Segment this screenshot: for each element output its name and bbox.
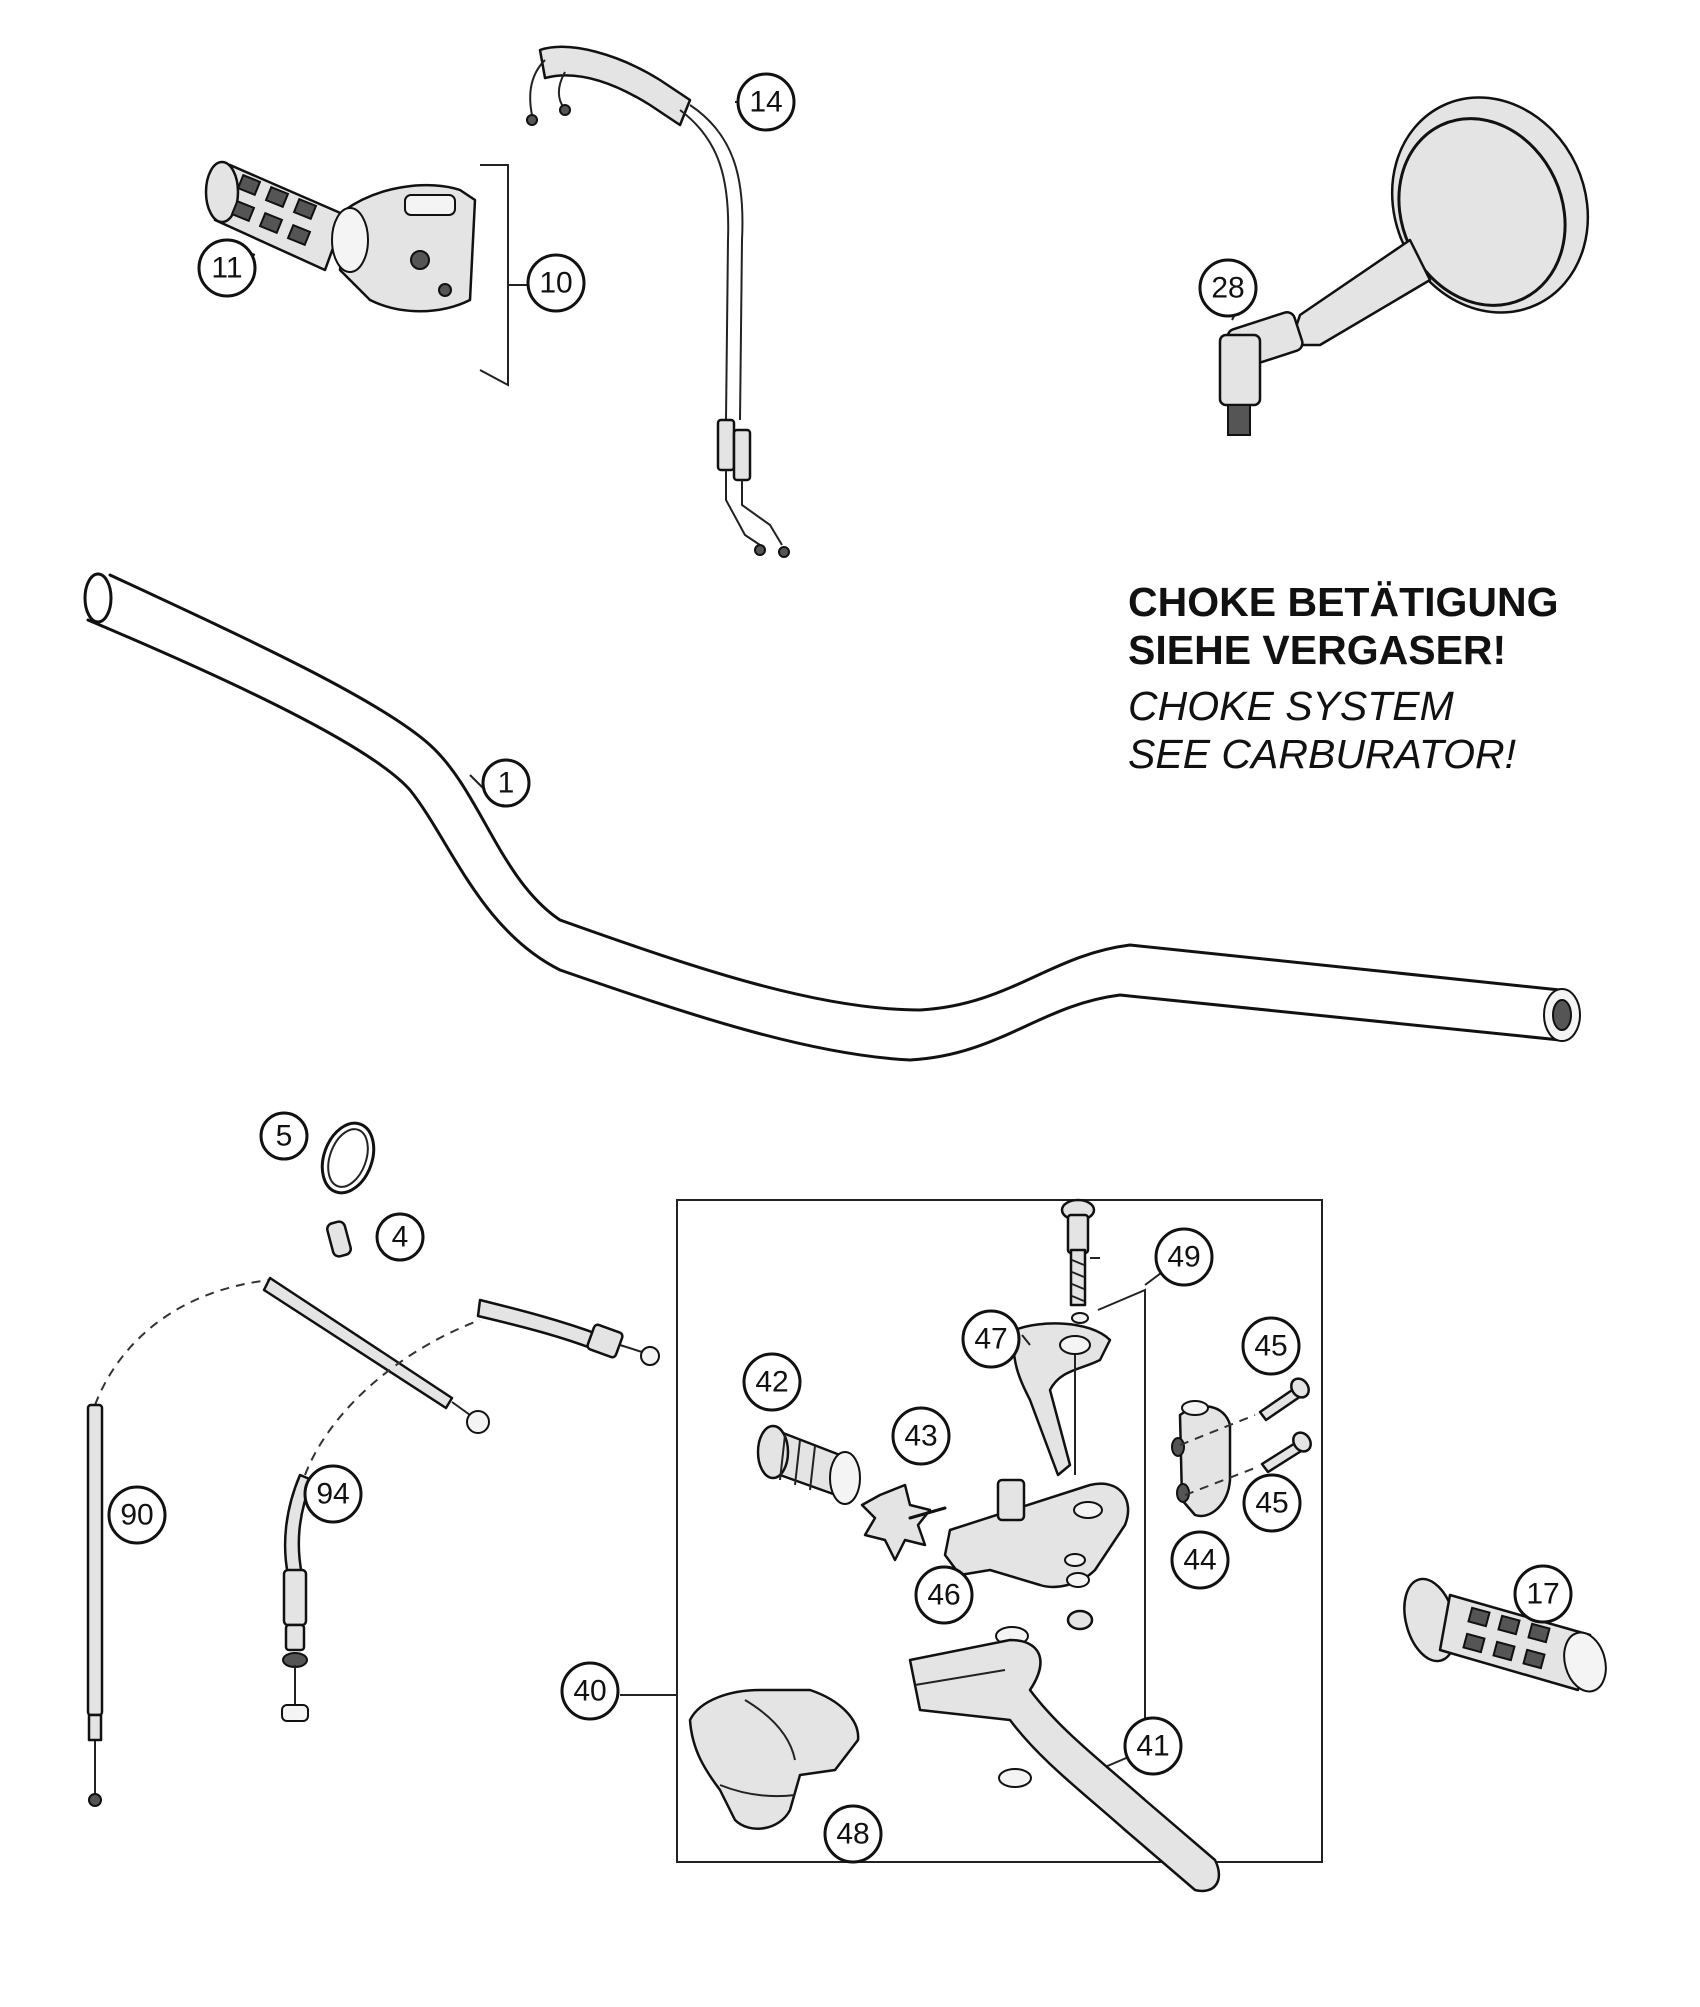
callout-47: 47 bbox=[961, 1309, 1021, 1369]
callout-44-label: 44 bbox=[1183, 1544, 1216, 1577]
callout-45-lower-label: 45 bbox=[1255, 1487, 1288, 1520]
lever-bracket bbox=[943, 1478, 1130, 1589]
callout-49: 49 bbox=[1154, 1227, 1214, 1287]
callout-41-label: 41 bbox=[1136, 1730, 1169, 1763]
callout-1: 1 bbox=[481, 758, 531, 808]
callout-17-label: 17 bbox=[1526, 1578, 1559, 1611]
right-grip bbox=[1403, 1577, 1607, 1693]
throttle-grip bbox=[204, 160, 347, 272]
callout-46: 46 bbox=[914, 1565, 974, 1625]
callout-5: 5 bbox=[259, 1111, 309, 1161]
pivot-screw bbox=[1060, 1198, 1166, 1771]
choke-cable bbox=[86, 1276, 490, 1807]
callout-1-label: 1 bbox=[498, 767, 515, 800]
callout-45-lower: 45 bbox=[1242, 1473, 1302, 1533]
callout-11-label: 11 bbox=[211, 252, 242, 285]
callout-40: 40 bbox=[560, 1661, 620, 1721]
callout-94: 94 bbox=[303, 1464, 363, 1524]
callout-44: 44 bbox=[1170, 1530, 1230, 1590]
callout-45-upper-label: 45 bbox=[1254, 1330, 1287, 1363]
adjuster-sleeve bbox=[756, 1424, 861, 1505]
clutch-lever bbox=[908, 1626, 1221, 1893]
callout-49-label: 49 bbox=[1167, 1241, 1200, 1274]
callout-41: 41 bbox=[1123, 1716, 1183, 1776]
callout-17: 17 bbox=[1513, 1564, 1573, 1624]
note-german-line-2: SIEHE VERGASER! bbox=[1128, 627, 1507, 673]
callout-11: 11 bbox=[197, 238, 257, 298]
callout-28: 28 bbox=[1198, 258, 1258, 318]
clamp-screws bbox=[1179, 1377, 1312, 1496]
callout-48-label: 48 bbox=[836, 1818, 869, 1851]
note-german-line-1: CHOKE BETÄTIGUNG bbox=[1128, 579, 1559, 625]
callout-42-label: 42 bbox=[755, 1366, 788, 1399]
clutch-cable bbox=[281, 1298, 660, 1722]
throttle-housing bbox=[331, 164, 528, 387]
handlebar bbox=[83, 572, 1581, 1062]
callout-4-label: 4 bbox=[392, 1221, 409, 1254]
callout-10: 10 bbox=[526, 253, 586, 313]
clutch-assembly-frame bbox=[620, 1199, 1323, 1863]
callout-14: 14 bbox=[736, 72, 796, 132]
callout-94-label: 94 bbox=[316, 1478, 349, 1511]
callout-42: 42 bbox=[742, 1352, 802, 1412]
callout-47-label: 47 bbox=[974, 1323, 1007, 1356]
lever-cover bbox=[688, 1688, 860, 1830]
callout-45-upper: 45 bbox=[1241, 1316, 1301, 1376]
callout-10-label: 10 bbox=[539, 267, 572, 300]
callout-40-label: 40 bbox=[573, 1675, 606, 1708]
throttle-cables bbox=[526, 45, 790, 558]
callout-43: 43 bbox=[891, 1406, 951, 1466]
callout-4: 4 bbox=[375, 1212, 425, 1262]
callout-43-label: 43 bbox=[904, 1420, 937, 1453]
callout-46-label: 46 bbox=[927, 1579, 960, 1612]
bracket-clamp bbox=[1171, 1400, 1232, 1518]
sleeve bbox=[326, 1220, 352, 1258]
choke-note: CHOKE BETÄTIGUNG SIEHE VERGASER! CHOKE S… bbox=[1128, 578, 1559, 778]
callout-5-label: 5 bbox=[276, 1120, 293, 1153]
callout-48: 48 bbox=[823, 1804, 883, 1864]
note-english-line-2: SEE CARBURATOR! bbox=[1128, 731, 1517, 777]
callout-14-label: 14 bbox=[749, 86, 782, 119]
hot-start-lever bbox=[1012, 1322, 1112, 1477]
callout-28-label: 28 bbox=[1211, 272, 1244, 305]
adjuster-screw bbox=[860, 1483, 947, 1562]
note-english-line-1: CHOKE SYSTEM bbox=[1128, 683, 1454, 729]
hose-clamp bbox=[320, 1121, 376, 1195]
callout-90: 90 bbox=[107, 1485, 167, 1545]
mirror bbox=[1218, 96, 1590, 436]
callout-90-label: 90 bbox=[120, 1499, 153, 1532]
